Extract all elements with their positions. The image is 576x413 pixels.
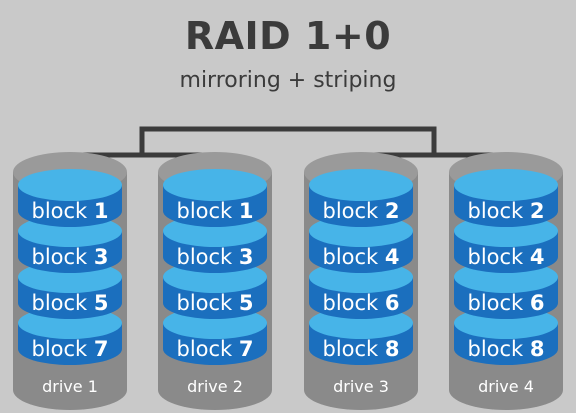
block-number: 8 xyxy=(530,337,545,361)
block-number: 7 xyxy=(239,337,254,361)
block-label: block 1 xyxy=(176,199,253,223)
block-label: block 4 xyxy=(322,245,399,269)
block-label: block 5 xyxy=(176,291,253,315)
block-word: block xyxy=(31,245,93,269)
block-label: block 2 xyxy=(322,199,399,223)
diagram-title: RAID 1+0 xyxy=(184,14,392,58)
block-word: block xyxy=(322,337,384,361)
block-word: block xyxy=(31,199,93,223)
drive-label: drive 4 xyxy=(478,377,534,396)
block-word: block xyxy=(176,337,238,361)
block-number: 1 xyxy=(239,199,254,223)
block-label: block 7 xyxy=(31,337,108,361)
block-number: 4 xyxy=(530,245,545,269)
block-word: block xyxy=(176,199,238,223)
block-number: 2 xyxy=(385,199,400,223)
block-number: 7 xyxy=(94,337,109,361)
block-label: block 4 xyxy=(467,245,544,269)
block-label: block 6 xyxy=(467,291,544,315)
block-number: 8 xyxy=(385,337,400,361)
block-number: 1 xyxy=(94,199,109,223)
block-label: block 1 xyxy=(31,199,108,223)
block-word: block xyxy=(467,245,529,269)
block-number: 6 xyxy=(385,291,400,315)
block-platter: block 2 xyxy=(309,169,413,227)
block-label: block 8 xyxy=(322,337,399,361)
block-number: 6 xyxy=(530,291,545,315)
block-word: block xyxy=(322,245,384,269)
block-label: block 7 xyxy=(176,337,253,361)
block-label: block 5 xyxy=(31,291,108,315)
block-word: block xyxy=(31,291,93,315)
block-word: block xyxy=(176,245,238,269)
block-platter: block 2 xyxy=(454,169,558,227)
block-label: block 6 xyxy=(322,291,399,315)
block-label: block 2 xyxy=(467,199,544,223)
connector-trunk xyxy=(139,126,437,155)
block-word: block xyxy=(467,337,529,361)
block-word: block xyxy=(322,199,384,223)
connector-lines xyxy=(67,126,509,183)
block-number: 3 xyxy=(239,245,254,269)
drive-label: drive 2 xyxy=(187,377,243,396)
platter-top xyxy=(309,169,413,201)
block-word: block xyxy=(176,291,238,315)
block-platter: block 1 xyxy=(163,169,267,227)
block-word: block xyxy=(31,337,93,361)
block-number: 3 xyxy=(94,245,109,269)
drive-label: drive 1 xyxy=(42,377,98,396)
block-word: block xyxy=(467,199,529,223)
platter-top xyxy=(163,169,267,201)
block-word: block xyxy=(467,291,529,315)
block-number: 5 xyxy=(94,291,109,315)
block-word: block xyxy=(322,291,384,315)
block-label: block 3 xyxy=(31,245,108,269)
diagram-subtitle: mirroring + striping xyxy=(179,68,397,93)
block-platter: block 1 xyxy=(18,169,122,227)
block-number: 2 xyxy=(530,199,545,223)
platter-top xyxy=(454,169,558,201)
block-platter: block 3 xyxy=(163,215,267,273)
drive-label: drive 3 xyxy=(333,377,389,396)
block-platter: block 4 xyxy=(454,215,558,273)
platter-top xyxy=(18,169,122,201)
block-number: 4 xyxy=(385,245,400,269)
block-number: 5 xyxy=(239,291,254,315)
block-label: block 3 xyxy=(176,245,253,269)
block-label: block 8 xyxy=(467,337,544,361)
